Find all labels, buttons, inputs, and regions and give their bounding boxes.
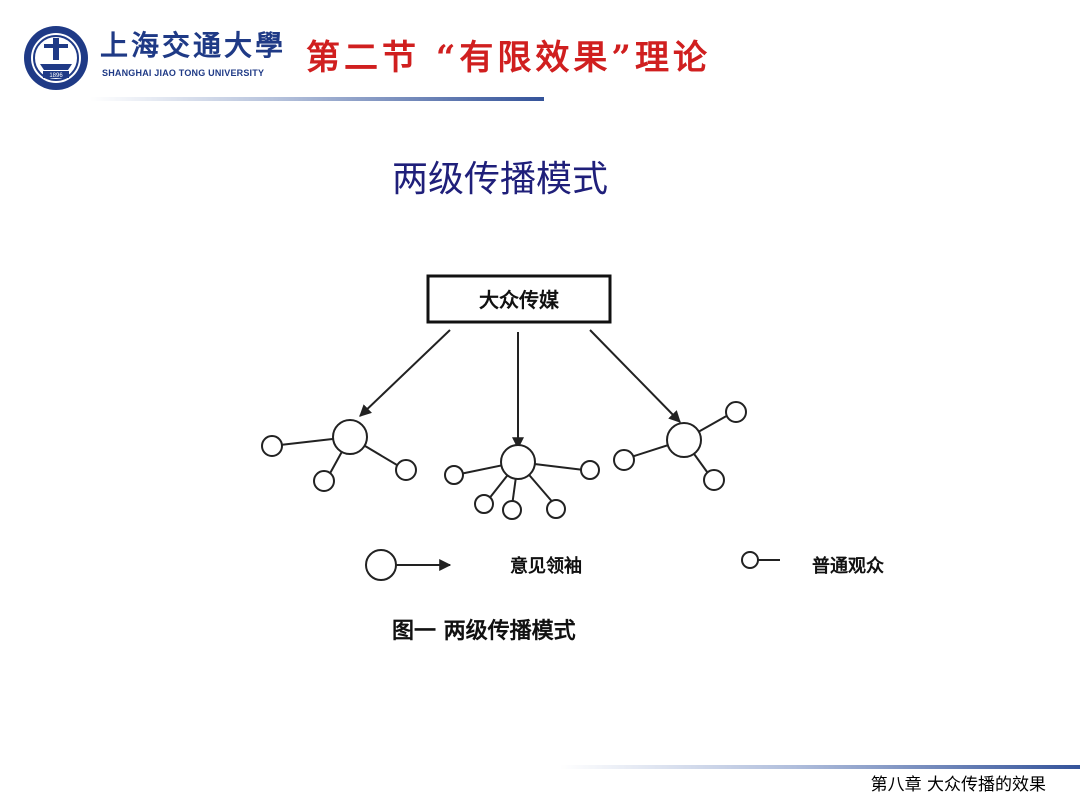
audience-node xyxy=(395,459,417,481)
audience-node xyxy=(703,469,725,491)
svg-text:1896: 1896 xyxy=(49,73,63,79)
section-title: 第二节 “有限效果”理论 xyxy=(306,38,711,78)
audience-node xyxy=(444,465,464,485)
audience-node xyxy=(502,500,522,520)
legend-opinion-leader-label: 意见领袖 xyxy=(510,555,582,577)
university-emblem-icon: 1896 xyxy=(24,26,88,90)
audience-node xyxy=(546,499,566,519)
audience-node xyxy=(313,470,335,492)
audience-node xyxy=(261,435,283,457)
mass-media-label: 大众传媒 xyxy=(479,288,560,312)
audience-node xyxy=(725,401,747,423)
diagram-caption: 图一 两级传播模式 xyxy=(392,618,576,644)
university-name-cn: 上海交通大學 xyxy=(100,29,287,62)
header-divider xyxy=(90,97,544,101)
footer-chapter: 第八章 大众传播的效果 xyxy=(870,775,1046,795)
opinion-leader-node xyxy=(666,422,702,458)
audience-node xyxy=(474,494,494,514)
opinion-cluster-left xyxy=(261,419,417,492)
legend-ordinary-audience: 普通观众 xyxy=(741,551,884,577)
university-name-en: SHANGHAI JIAO TONG UNIVERSITY xyxy=(102,68,265,78)
mass-media-box: 大众传媒 xyxy=(426,274,612,324)
legend-ordinary-audience-label: 普通观众 xyxy=(812,555,884,577)
footer-divider xyxy=(560,765,1080,769)
legend: 意见领袖 普通观众 xyxy=(365,549,884,581)
audience-node xyxy=(613,449,635,471)
legend-opinion-leader: 意见领袖 xyxy=(365,549,582,581)
slide-title: 两级传播模式 xyxy=(391,159,608,200)
opinion-cluster-center xyxy=(444,444,600,520)
two-step-flow-diagram: 大众传媒 xyxy=(261,274,884,644)
opinion-leader-node xyxy=(500,444,536,480)
audience-node xyxy=(580,460,600,480)
opinion-cluster-right xyxy=(613,401,747,491)
arrow-right xyxy=(589,329,681,423)
arrow-left xyxy=(359,329,451,417)
opinion-leader-node xyxy=(332,419,368,455)
slide-header: 1896 上海交通大學 SHANGHAI JIAO TONG UNIVERSIT… xyxy=(0,0,1080,101)
